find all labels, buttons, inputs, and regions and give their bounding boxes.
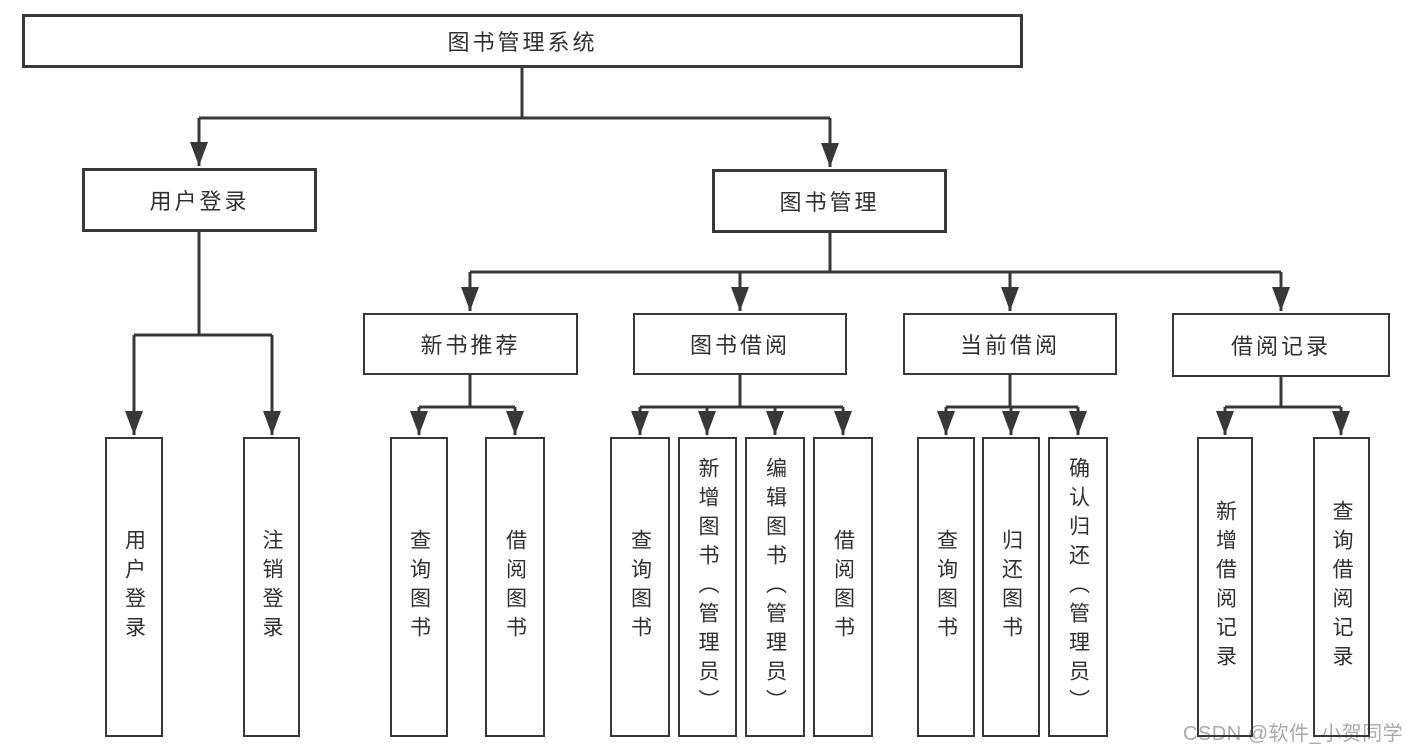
leaf-logout: 注销登录 [243, 437, 300, 737]
wire-book-borrow-branch [631, 375, 852, 435]
leaf-user-login: 用户登录 [105, 437, 163, 737]
leaf-label: 查询图书 [934, 529, 958, 645]
node-label: 图书管理 [779, 190, 880, 215]
leaf-query-books-recommend: 查询图书 [390, 437, 448, 737]
node-label: 当前借阅 [959, 333, 1060, 358]
csdn-watermark: CSDN @软件_小贺同学 [1183, 723, 1404, 745]
leaf-query-books-borrow: 查询图书 [610, 437, 670, 737]
node-label: 图书借阅 [689, 333, 790, 358]
leaf-label: 新增图书（管理员） [696, 456, 719, 718]
node-new-book-recommend: 新书推荐 [363, 313, 578, 375]
leaf-confirm-return-admin: 确认归还（管理员） [1048, 437, 1108, 737]
node-root-label: 图书管理系统 [447, 30, 598, 55]
node-book-borrow: 图书借阅 [633, 313, 847, 375]
leaf-edit-book-admin: 编辑图书（管理员） [745, 437, 805, 737]
leaf-add-borrow-record: 新增借阅记录 [1197, 437, 1253, 737]
node-label: 新书推荐 [420, 333, 521, 358]
wire-user-login-branch [125, 232, 281, 435]
leaf-label: 归还图书 [999, 529, 1023, 645]
leaf-label: 新增借阅记录 [1213, 500, 1237, 674]
leaf-label: 查询图书 [628, 529, 652, 645]
node-current-borrow: 当前借阅 [903, 313, 1117, 375]
leaf-label: 查询借阅记录 [1330, 500, 1353, 674]
node-user-login: 用户登录 [82, 168, 317, 232]
leaf-label: 注销登录 [260, 529, 283, 645]
leaf-add-book-admin: 新增图书（管理员） [678, 437, 737, 737]
node-label: 借阅记录 [1230, 334, 1331, 359]
leaf-borrow-books: 借阅图书 [813, 437, 873, 737]
node-book-management: 图书管理 [712, 169, 947, 233]
node-root: 图书管理系统 [22, 14, 1023, 68]
wire-current-borrow-branch [937, 375, 1087, 435]
wire-root-to-level2 [190, 68, 839, 167]
leaf-label: 查询图书 [407, 529, 431, 645]
leaf-label: 借阅图书 [831, 529, 855, 645]
leaf-label: 确认归还（管理员） [1066, 456, 1090, 718]
leaf-query-borrow-record: 查询借阅记录 [1313, 437, 1370, 737]
leaf-label: 编辑图书（管理员） [763, 456, 787, 718]
leaf-query-books-current: 查询图书 [917, 437, 975, 737]
leaf-return-book: 归还图书 [982, 437, 1040, 737]
wire-borrow-records-branch [1216, 375, 1350, 435]
wire-book-management-branch [461, 233, 1290, 311]
leaf-label: 用户登录 [122, 529, 146, 645]
node-borrow-records: 借阅记录 [1172, 313, 1390, 377]
leaf-borrow-books-recommend: 借阅图书 [485, 437, 545, 737]
wire-new-book-branch [410, 375, 524, 435]
leaf-label: 借阅图书 [503, 529, 527, 645]
node-label: 用户登录 [149, 189, 250, 214]
